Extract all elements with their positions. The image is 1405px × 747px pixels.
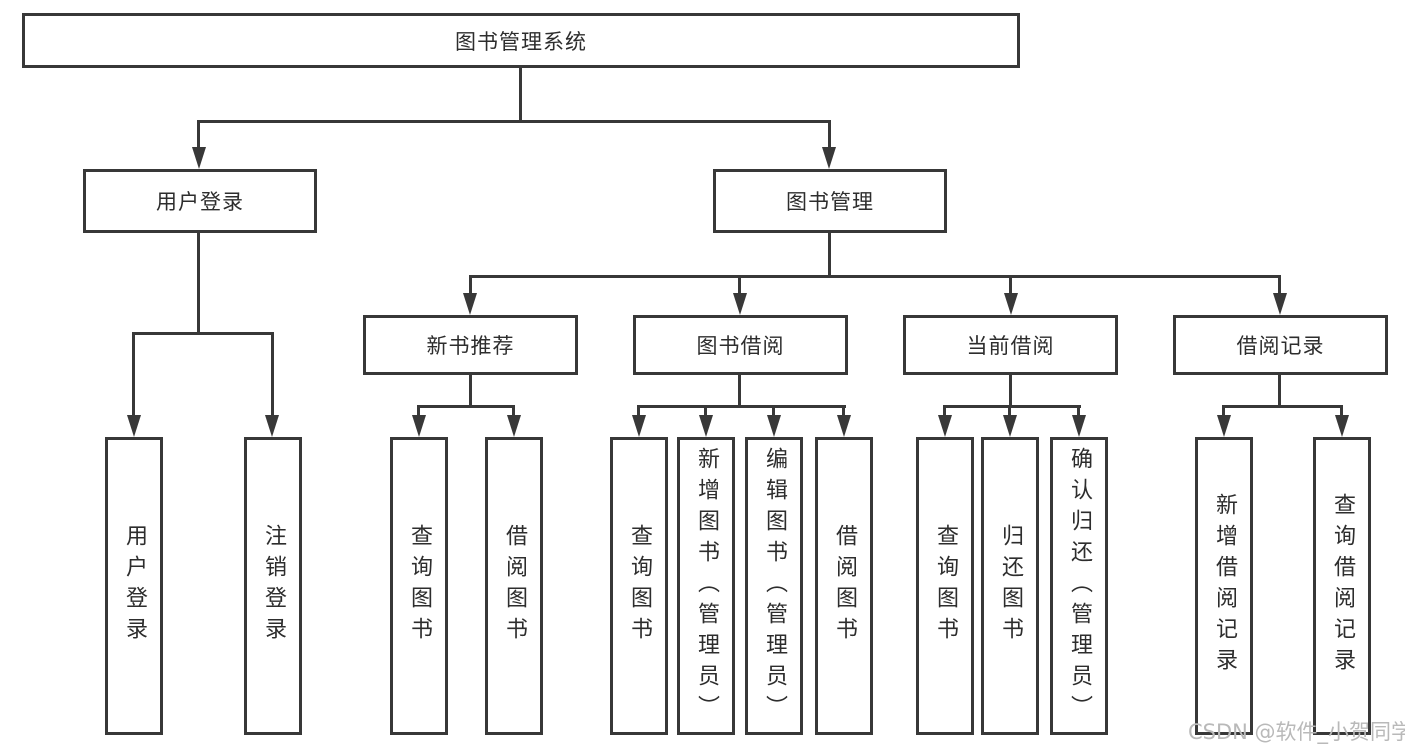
- node-root-label: 图书管理系统: [455, 29, 587, 54]
- tree-edge-line: [704, 405, 707, 417]
- arrow-down-icon: [938, 415, 952, 437]
- arrow-down-icon: [412, 415, 426, 437]
- tree-edge-line: [828, 233, 831, 278]
- leaf-query-books-recommend-label: 查询图书: [407, 524, 432, 648]
- arrow-down-icon: [733, 293, 747, 315]
- node-current-borrow-label: 当前借阅: [966, 334, 1055, 358]
- leaf-logout: 注销登录: [244, 437, 302, 735]
- leaf-return-book-label: 归还图书: [998, 524, 1023, 648]
- tree-edge-line: [519, 68, 522, 123]
- node-book-borrow-label: 图书借阅: [696, 334, 785, 358]
- tree-edge-line: [1278, 375, 1281, 408]
- tree-edge-line: [738, 275, 741, 295]
- tree-edge-line: [1340, 405, 1343, 417]
- tree-edge-line: [469, 275, 472, 295]
- tree-edge-line: [133, 332, 274, 335]
- arrow-down-icon: [767, 415, 781, 437]
- tree-edge-line: [772, 405, 775, 417]
- arrow-down-icon: [837, 415, 851, 437]
- tree-edge-line: [197, 233, 200, 335]
- arrow-down-icon: [699, 415, 713, 437]
- leaf-borrow-books-recommend: 借阅图书: [485, 437, 543, 735]
- tree-edge-line: [1222, 405, 1225, 417]
- tree-edge-line: [1009, 375, 1012, 408]
- leaf-borrow-books-recommend-label: 借阅图书: [502, 524, 527, 648]
- leaf-query-borrow-record: 查询借阅记录: [1313, 437, 1371, 735]
- node-new-book-recommend-label: 新书推荐: [426, 334, 515, 358]
- tree-edge-line: [828, 120, 831, 149]
- tree-edge-line: [512, 405, 515, 417]
- tree-edge-line: [418, 405, 515, 408]
- arrow-down-icon: [1217, 415, 1231, 437]
- arrow-down-icon: [1072, 415, 1086, 437]
- arrow-down-icon: [127, 415, 141, 437]
- leaf-user-login: 用户登录: [105, 437, 163, 735]
- tree-edge-line: [1077, 405, 1080, 417]
- tree-edge-line: [417, 405, 420, 417]
- leaf-confirm-return-admin-label: 确认归还（管理员）: [1067, 446, 1092, 726]
- tree-edge-line: [469, 275, 1281, 278]
- tree-edge-line: [1223, 405, 1343, 408]
- leaf-query-books-current: 查询图书: [916, 437, 974, 735]
- node-current-borrow: 当前借阅: [903, 315, 1118, 375]
- arrow-down-icon: [1335, 415, 1349, 437]
- arrow-down-icon: [507, 415, 521, 437]
- leaf-query-borrow-record-label: 查询借阅记录: [1330, 493, 1355, 679]
- arrow-down-icon: [632, 415, 646, 437]
- node-book-borrow: 图书借阅: [633, 315, 848, 375]
- leaf-query-books-current-label: 查询图书: [933, 524, 958, 648]
- tree-edge-line: [1009, 275, 1012, 295]
- tree-edge-line: [132, 332, 135, 417]
- tree-edge-line: [1278, 275, 1281, 295]
- leaf-query-books-borrow: 查询图书: [610, 437, 668, 735]
- arrow-down-icon: [1004, 293, 1018, 315]
- leaf-add-borrow-record: 新增借阅记录: [1195, 437, 1253, 735]
- tree-edge-line: [944, 405, 1081, 408]
- arrow-down-icon: [1003, 415, 1017, 437]
- tree-edge-line: [842, 405, 845, 417]
- leaf-query-books-recommend: 查询图书: [390, 437, 448, 735]
- csdn-watermark: CSDN @软件_小贺同学: [1188, 720, 1405, 744]
- node-new-book-recommend: 新书推荐: [363, 315, 578, 375]
- node-borrow-records: 借阅记录: [1173, 315, 1388, 375]
- leaf-borrow-books-label: 借阅图书: [832, 524, 857, 648]
- leaf-logout-label: 注销登录: [261, 524, 286, 648]
- tree-edge-line: [1008, 405, 1011, 417]
- arrow-down-icon: [1273, 293, 1287, 315]
- leaf-add-book-admin-label: 新增图书（管理员）: [694, 446, 719, 726]
- leaf-confirm-return-admin: 确认归还（管理员）: [1050, 437, 1108, 735]
- node-book-management: 图书管理: [713, 169, 947, 233]
- tree-edge-line: [738, 375, 741, 408]
- tree-edge-line: [638, 405, 846, 408]
- tree-edge-line: [271, 332, 274, 417]
- tree-edge-line: [943, 405, 946, 417]
- arrow-down-icon: [822, 147, 836, 169]
- tree-edge-line: [637, 405, 640, 417]
- leaf-add-borrow-record-label: 新增借阅记录: [1212, 493, 1237, 679]
- leaf-query-books-borrow-label: 查询图书: [627, 524, 652, 648]
- node-book-management-label: 图书管理: [786, 190, 874, 214]
- leaf-add-book-admin: 新增图书（管理员）: [677, 437, 735, 735]
- leaf-user-login-label: 用户登录: [122, 524, 147, 648]
- node-root: 图书管理系统: [22, 13, 1020, 68]
- node-user-login: 用户登录: [83, 169, 317, 233]
- arrow-down-icon: [265, 415, 279, 437]
- leaf-return-book: 归还图书: [981, 437, 1039, 735]
- leaf-edit-book-admin: 编辑图书（管理员）: [745, 437, 803, 735]
- arrow-down-icon: [192, 147, 206, 169]
- tree-edge-line: [469, 375, 472, 408]
- node-user-login-label: 用户登录: [156, 190, 244, 214]
- arrow-down-icon: [463, 293, 477, 315]
- tree-edge-line: [197, 120, 200, 149]
- tree-edge-line: [197, 120, 831, 123]
- leaf-borrow-books: 借阅图书: [815, 437, 873, 735]
- leaf-edit-book-admin-label: 编辑图书（管理员）: [762, 446, 787, 726]
- node-borrow-records-label: 借阅记录: [1236, 334, 1325, 358]
